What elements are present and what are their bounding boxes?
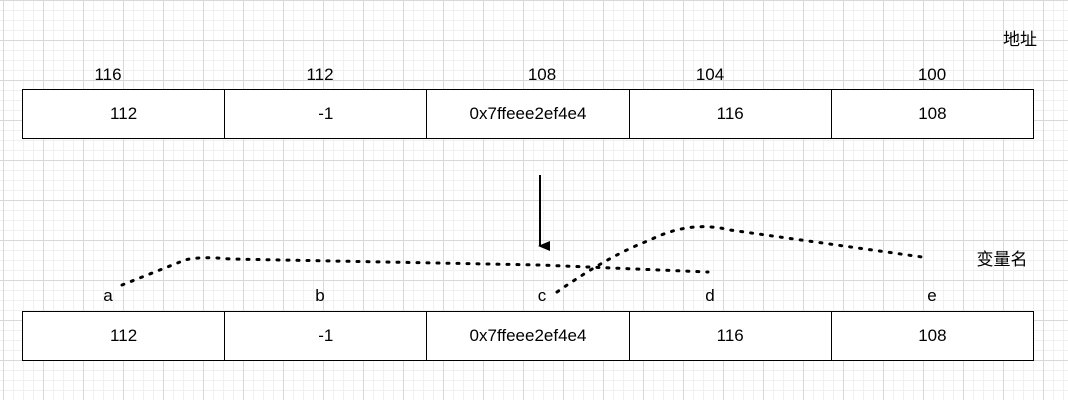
memory-cell: 0x7ffeee2ef4e4	[427, 312, 630, 360]
address-label-1: 116	[94, 65, 122, 84]
address-label-4: 104	[695, 65, 725, 84]
memory-cell: 116	[630, 90, 832, 138]
address-label-5: 100	[917, 65, 947, 84]
memory-cell: 112	[23, 312, 226, 360]
address-label-2: 112	[306, 65, 334, 84]
memory-cell: 108	[918, 326, 947, 345]
memory-cell: -1	[225, 90, 428, 138]
variable-label-d: d	[705, 286, 715, 305]
variable-label-e: e	[927, 286, 937, 305]
memory-cell: 116	[630, 312, 832, 360]
memory-cell: -1	[225, 312, 428, 360]
memory-cell: 112	[23, 90, 226, 138]
variable-label-c: c	[537, 286, 547, 305]
address-label-3: 108	[527, 65, 557, 84]
pointer-curve-c-to-e	[555, 225, 924, 294]
memory-row-top: 112 -1 0x7ffeee2ef4e4 116 108	[22, 89, 1034, 139]
pointer-curve-a-to-d	[120, 256, 710, 287]
memory-cell: 108	[918, 104, 947, 123]
variable-label-a: a	[103, 286, 113, 305]
variable-title: 变量名	[976, 250, 1028, 269]
address-title: 地址	[1003, 30, 1037, 49]
memory-cell: 0x7ffeee2ef4e4	[427, 90, 630, 138]
variable-label-b: b	[315, 286, 325, 305]
memory-row-bottom: 112 -1 0x7ffeee2ef4e4 116 108	[22, 311, 1034, 361]
